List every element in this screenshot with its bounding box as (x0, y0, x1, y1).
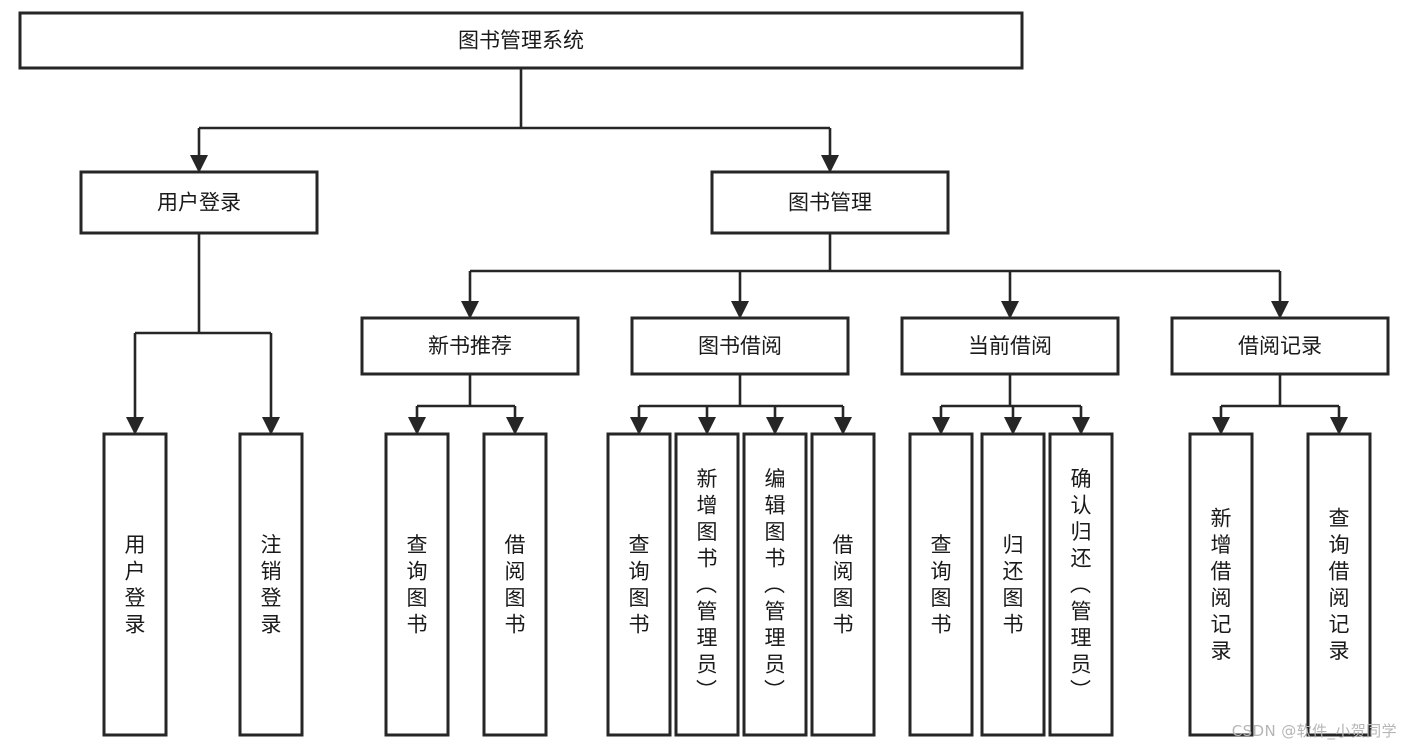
node-label: 查询图书 (931, 533, 952, 637)
arrow-head-icon (932, 417, 950, 435)
node-box[interactable] (630, 316, 850, 376)
csdn-watermark: CSDN @软件_小贺同学 (1231, 722, 1397, 740)
arrow-head-icon (506, 417, 524, 435)
node-box[interactable] (1188, 432, 1254, 737)
node-new-book-recommend[interactable]: 新书推荐 (360, 316, 580, 376)
node-label: 新增图书（管理员） (696, 467, 718, 703)
arrow-head-icon (1271, 301, 1289, 319)
node-leaf-borrow-book[interactable]: 借阅图书 (810, 432, 876, 737)
connector-borrow-to-leaves (630, 374, 852, 435)
node-user-login[interactable]: 用户登录 (79, 170, 319, 235)
node-label: 查询图书 (407, 533, 428, 637)
connector-record-to-leaves (1212, 374, 1348, 435)
node-box[interactable] (360, 316, 580, 376)
arrow-head-icon (630, 417, 648, 435)
node-leaf-query-book-current[interactable]: 查询图书 (908, 432, 974, 737)
node-box[interactable] (674, 432, 740, 737)
node-leaf-add-book[interactable]: 新增图书（管理员） (674, 432, 740, 737)
connector-recommend-to-leaves (408, 374, 524, 435)
node-leaf-query-book-recommend[interactable]: 查询图书 (384, 432, 450, 737)
node-box[interactable] (102, 432, 168, 737)
node-label: 新书推荐 (428, 334, 512, 358)
node-box[interactable] (79, 170, 319, 235)
node-box[interactable] (742, 432, 808, 737)
arrow-head-icon (1072, 417, 1090, 435)
node-label: 查询图书 (629, 533, 650, 637)
node-book-manage[interactable]: 图书管理 (710, 170, 950, 235)
node-leaf-return-book[interactable]: 归还图书 (980, 432, 1046, 737)
connector-user-login-to-leaves (126, 233, 280, 435)
node-leaf-query-borrow-record[interactable]: 查询借阅记录 (1306, 432, 1372, 737)
node-label: 图书管理 (788, 191, 872, 215)
node-box[interactable] (606, 432, 672, 737)
node-label: 借阅图书 (505, 533, 526, 637)
node-label: 确认归还（管理员） (1070, 467, 1092, 703)
node-box[interactable] (1306, 432, 1372, 737)
node-box[interactable] (908, 432, 974, 737)
node-box[interactable] (810, 432, 876, 737)
arrow-head-icon (1001, 301, 1019, 319)
arrow-head-icon (126, 417, 144, 435)
node-layer: 图书管理系统用户登录图书管理新书推荐图书借阅当前借阅借阅记录用户登录注销登录查询… (18, 11, 1390, 737)
node-leaf-confirm-return[interactable]: 确认归还（管理员） (1048, 432, 1114, 737)
node-label: 当前借阅 (968, 334, 1052, 358)
arrow-head-icon (408, 417, 426, 435)
arrow-head-icon (698, 417, 716, 435)
node-leaf-edit-book[interactable]: 编辑图书（管理员） (742, 432, 808, 737)
node-box[interactable] (980, 432, 1046, 737)
arrow-head-icon (834, 417, 852, 435)
connector-root-to-level2 (190, 68, 839, 173)
node-leaf-logout[interactable]: 注销登录 (238, 432, 304, 737)
node-box[interactable] (1048, 432, 1114, 737)
node-leaf-add-borrow-record[interactable]: 新增借阅记录 (1188, 432, 1254, 737)
arrow-head-icon (1212, 417, 1230, 435)
node-label: 用户登录 (125, 533, 146, 637)
connector-layer (126, 68, 1348, 435)
node-label: 借阅图书 (833, 533, 854, 637)
connector-current-to-leaves (932, 374, 1090, 435)
node-label: 归还图书 (1003, 533, 1024, 637)
node-box[interactable] (238, 432, 304, 737)
node-label: 查询借阅记录 (1329, 507, 1350, 664)
node-box[interactable] (900, 316, 1120, 376)
arrow-head-icon (821, 155, 839, 173)
arrow-head-icon (461, 301, 479, 319)
node-label: 注销登录 (261, 533, 282, 637)
arrow-head-icon (731, 301, 749, 319)
node-label: 编辑图书（管理员） (764, 467, 786, 703)
arrow-head-icon (262, 417, 280, 435)
arrow-head-icon (1004, 417, 1022, 435)
node-label: 图书管理系统 (458, 29, 584, 53)
node-current-borrow[interactable]: 当前借阅 (900, 316, 1120, 376)
connector-book-manage-to-level3 (461, 233, 1289, 319)
node-leaf-query-book-borrow[interactable]: 查询图书 (606, 432, 672, 737)
node-label: 用户登录 (157, 191, 241, 215)
node-box[interactable] (482, 432, 548, 737)
node-leaf-borrow-book-recommend[interactable]: 借阅图书 (482, 432, 548, 737)
arrow-head-icon (766, 417, 784, 435)
arrow-head-icon (1330, 417, 1348, 435)
node-borrow-record[interactable]: 借阅记录 (1170, 316, 1390, 376)
node-box[interactable] (1170, 316, 1390, 376)
node-label: 图书借阅 (698, 334, 782, 358)
node-label: 新增借阅记录 (1211, 507, 1232, 664)
node-label: 借阅记录 (1238, 334, 1322, 358)
node-book-borrow[interactable]: 图书借阅 (630, 316, 850, 376)
arrow-head-icon (190, 155, 208, 173)
node-box[interactable] (18, 11, 1024, 70)
node-box[interactable] (384, 432, 450, 737)
node-box[interactable] (710, 170, 950, 235)
node-leaf-user-login[interactable]: 用户登录 (102, 432, 168, 737)
node-root[interactable]: 图书管理系统 (18, 11, 1024, 70)
